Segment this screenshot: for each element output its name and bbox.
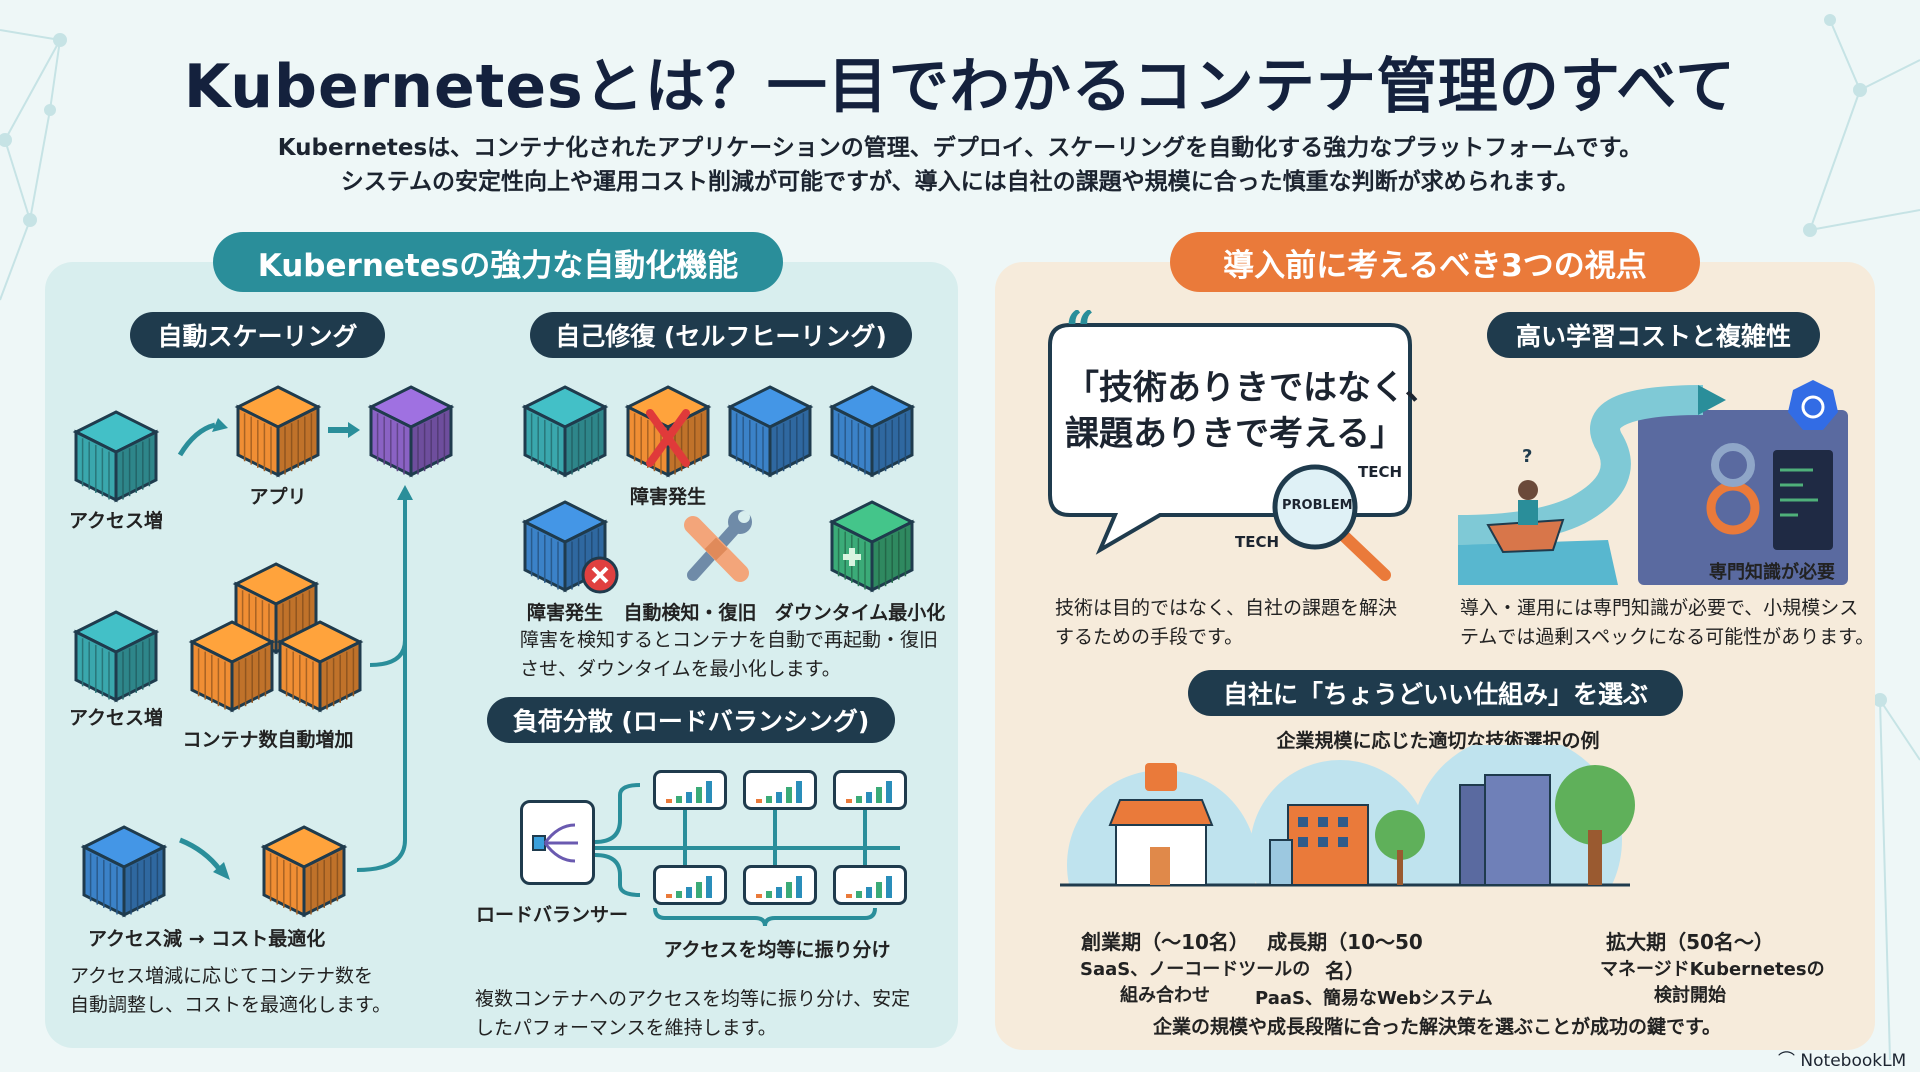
learning-curve-illustration: ? [1458, 380, 1848, 585]
notebooklm-logo-icon: ⌒ [1778, 1051, 1795, 1071]
stage-expansion: 拡大期（50名〜） マネージドKubernetesの 検討開始 [1600, 926, 1825, 1007]
stage-name: 拡大期（50名〜） [1606, 930, 1774, 954]
balancing-description: 複数コンテナへのアクセスを均等に振り分け、安定 したパフォーマンスを維持します。 [475, 985, 910, 1043]
server-load-chart [743, 865, 817, 905]
scaling-description: アクセス増減に応じてコンテナ数を 自動調整し、コストを最適化します。 [70, 962, 391, 1020]
problem-label: PROBLEM [1282, 498, 1353, 513]
label-detect-recover: 自動検知・復旧 [623, 602, 757, 624]
failed-container-cube [624, 383, 712, 483]
quote-text: 「技術ありきではなく、 課題ありきで考える」 [1065, 365, 1439, 457]
choose-footer: 企業の規模や成長段階に合った解決策を選ぶことが成功の鍵です。 [1152, 1016, 1722, 1038]
stage-startup: 創業期（〜10名） SaaS、ノーコードツールの 組み合わせ [1080, 926, 1311, 1007]
stage-line: PaaS、簡易なWebシステム [1255, 988, 1493, 1009]
desc-line: 技術は目的ではなく、自社の課題を解決 [1055, 597, 1398, 619]
healing-description: 障害を検知するとコンテナを自動で再起動・復旧 させ、ダウンタイムを最小化します。 [520, 626, 938, 684]
desc-line: テムでは過剰スペックになる可能性があります。 [1460, 626, 1875, 648]
learning-description: 導入・運用には専門知識が必要で、小規模シス テムでは過剰スペックになる可能性があ… [1460, 594, 1874, 652]
stage-line: 検討開始 [1654, 985, 1726, 1006]
desc-line: させ、ダウンタイムを最小化します。 [520, 658, 841, 680]
container-cube-teal [72, 608, 160, 708]
container-cube-purple [367, 383, 455, 483]
quote-line: 課題ありきで考える」 [1065, 414, 1404, 454]
expertise-required-label: 専門知識が必要 [1709, 562, 1835, 583]
scaling-connectors [177, 418, 413, 880]
stage-line: マネージドKubernetesの [1600, 959, 1825, 980]
error-badge-icon [581, 556, 619, 594]
container-cube-blue [828, 383, 916, 483]
server-load-chart [653, 865, 727, 905]
access-down-text: アクセス減 [88, 928, 183, 950]
server-load-chart [833, 865, 907, 905]
desc-line: アクセス増減に応じてコンテナ数を [70, 965, 374, 987]
desc-line: 複数コンテナへのアクセスを均等に振り分け、安定 [475, 988, 911, 1010]
page-title: Kubernetesとは？一目でわかるコンテナ管理のすべて [183, 52, 1737, 122]
auto-scaling-title: 自動スケーリング [130, 312, 385, 358]
magnifier-icon [1272, 464, 1391, 581]
svg-text:?: ? [1522, 446, 1532, 467]
container-cube-blue [80, 823, 168, 923]
office-building-icon [1269, 804, 1425, 886]
container-cube-teal [72, 408, 160, 508]
subtitle-line-2: システムの安定性向上や運用コスト削減が可能ですが、導入には自社の課題や規模に合っ… [340, 169, 1580, 195]
desc-line: 自動調整し、コストを最適化します。 [70, 994, 392, 1016]
container-cube-blue [726, 383, 814, 483]
load-balancing-title: 負荷分散 (ロードバランシング) [487, 697, 895, 743]
quote-description: 技術は目的ではなく、自社の課題を解決 するための手段です。 [1055, 594, 1397, 652]
stage-name: 成長期（10〜50名） [1267, 930, 1423, 983]
brand-text: NotebookLM [1800, 1051, 1907, 1071]
container-cube-blue [521, 498, 609, 598]
repair-wrench-bandage-icon [684, 510, 752, 582]
tech-label: TECH [1235, 533, 1280, 551]
label-min-downtime: ダウンタイム最小化 [774, 602, 946, 624]
label-access-up: アクセス増 [68, 510, 164, 532]
learning-cost-title: 高い学習コストと複雑性 [1487, 312, 1820, 358]
svg-text:“: “ [1065, 310, 1095, 361]
label-app: アプリ [249, 486, 307, 508]
subtitle-line-1: Kubernetesは、コンテナ化されたアプリケーションの管理、デプロイ、スケー… [277, 135, 1643, 161]
server-load-chart [653, 770, 727, 810]
choose-right-fit-title: 自社に「ちょうどいい仕組み」を選ぶ [1188, 670, 1683, 716]
small-shop-icon [1108, 763, 1214, 886]
tech-label: TECH [1358, 463, 1403, 481]
self-healing-title: 自己修復 (セルフヒーリング) [530, 312, 912, 358]
desc-line: 導入・運用には専門知識が必要で、小規模シス [1460, 597, 1859, 619]
recovered-container-cube [828, 498, 916, 598]
stage-growth: 成長期（10〜50名） PaaS、簡易なWebシステム [1255, 926, 1493, 1010]
stage-line: SaaS、ノーコードツールの [1080, 959, 1311, 980]
desc-line: したパフォーマンスを維持します。 [475, 1017, 777, 1039]
label-failure-2: 障害発生 [526, 602, 604, 624]
container-cube-orange [188, 618, 276, 718]
label-failure: 障害発生 [629, 486, 707, 508]
company-stage-illustrations [1030, 745, 1830, 920]
stage-line: 組み合わせ [1120, 985, 1210, 1006]
cost-opt-text: コスト最適化 [211, 928, 326, 950]
datacenter-server-icon [1459, 765, 1635, 886]
container-cube-orange [260, 823, 348, 923]
container-cube-orange [234, 383, 322, 483]
label-access-up-2: アクセス増 [68, 707, 164, 729]
label-access-down: アクセス減 → コスト最適化 [88, 924, 325, 951]
container-cube-teal [521, 383, 609, 483]
desc-line: するための手段です。 [1055, 626, 1244, 648]
quote-line: 「技術ありきではなく、 [1065, 368, 1439, 408]
container-cube-orange [276, 618, 364, 718]
stage-name: 創業期（〜10名） [1081, 930, 1249, 954]
considerations-header: 導入前に考えるべき3つの視点 [1170, 232, 1700, 292]
automation-header: Kubernetesの強力な自動化機能 [213, 232, 783, 292]
load-balancer-icon [520, 800, 595, 885]
arrow-right-icon: → [188, 928, 205, 950]
label-distribute: アクセスを均等に振り分け [663, 939, 891, 961]
server-load-chart [743, 770, 817, 810]
server-load-chart [833, 770, 907, 810]
label-load-balancer: ロードバランサー [475, 904, 629, 926]
notebooklm-brand: ⌒ NotebookLM [1778, 1046, 1906, 1071]
desc-line: 障害を検知するとコンテナを自動で再起動・復旧 [520, 629, 939, 651]
label-auto-increase: コンテナ数自動増加 [182, 729, 354, 751]
